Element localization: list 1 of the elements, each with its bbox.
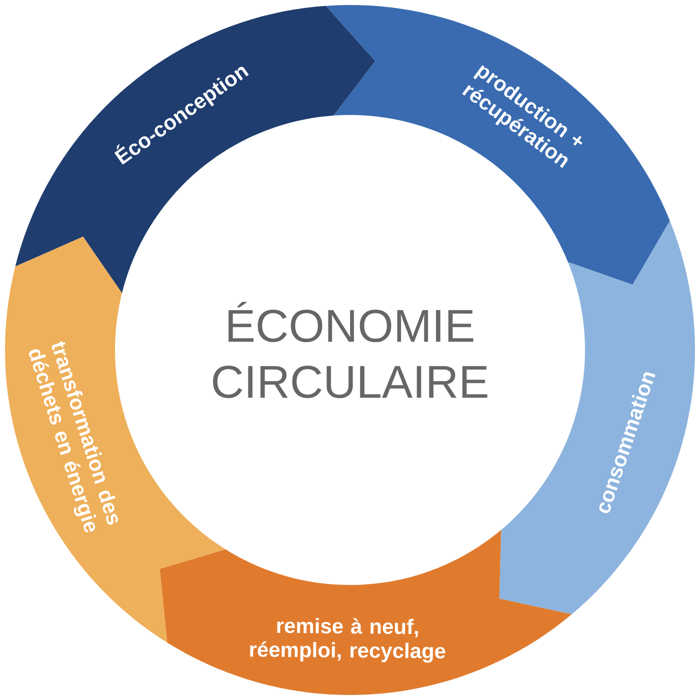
arrow-segment: remise à neuf, réemploi, recyclage: [160, 530, 572, 695]
